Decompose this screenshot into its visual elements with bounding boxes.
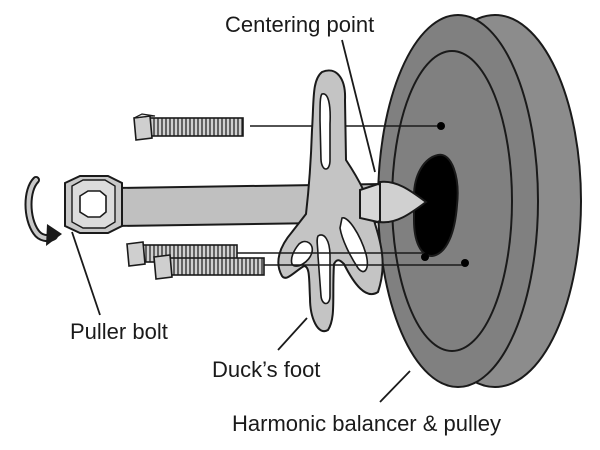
balancer-bolt-hole-bottom <box>461 259 469 267</box>
leader-lines <box>71 39 411 403</box>
label-ducks-foot: Duck’s foot <box>212 357 320 382</box>
leader-puller-bolt <box>71 231 101 316</box>
lower-bolt-2 <box>153 254 462 280</box>
harmonic-balancer <box>377 14 582 388</box>
balancer-bolt-hole-mid <box>421 253 429 261</box>
leader-ducks-foot <box>277 317 308 351</box>
centering-point-cone <box>359 180 428 224</box>
label-centering-point: Centering point <box>225 12 374 37</box>
leader-harmonic-balancer <box>379 370 411 403</box>
label-puller-bolt: Puller bolt <box>70 319 168 344</box>
balancer-hub-bore <box>413 153 459 258</box>
label-harmonic-balancer: Harmonic balancer & pulley <box>232 411 501 436</box>
rotation-arrow-icon <box>24 176 62 246</box>
balancer-bolt-hole-top <box>437 122 445 130</box>
leader-centering-point <box>341 39 376 173</box>
ducks-foot-yoke <box>277 69 384 333</box>
